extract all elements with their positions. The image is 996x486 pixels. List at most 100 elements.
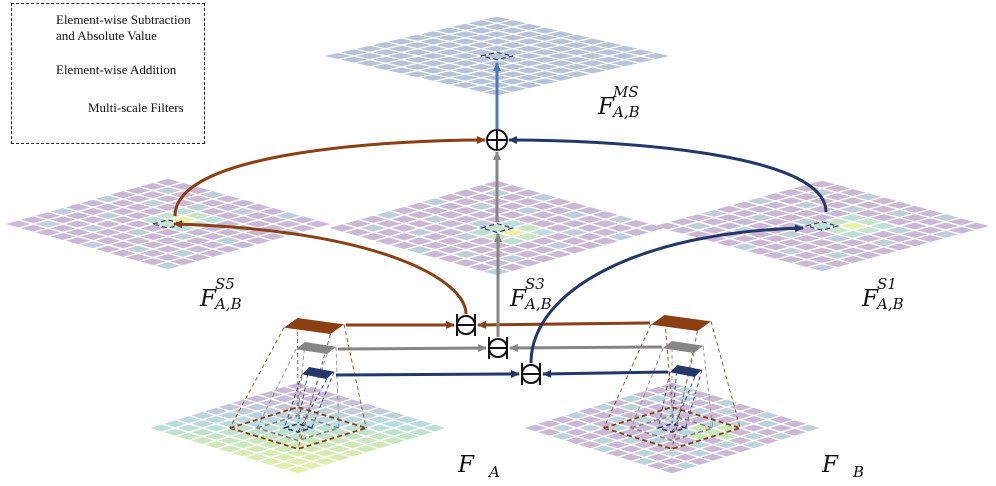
grid-f-s5 xyxy=(5,178,331,270)
grid-cell xyxy=(824,201,851,209)
grid-cell xyxy=(840,214,866,222)
arrow-sub1-to-s1 xyxy=(529,224,804,364)
grid-cell xyxy=(170,258,196,266)
grid-cell xyxy=(747,247,773,255)
cone-line xyxy=(685,369,703,429)
grid-cell xyxy=(286,441,310,449)
grid-cell xyxy=(125,237,151,245)
grid-cell xyxy=(809,239,835,247)
grid-cell xyxy=(515,45,542,52)
grid-cell xyxy=(327,395,351,403)
grid-cell xyxy=(515,259,541,267)
grid-cell xyxy=(453,189,479,197)
grid-cell xyxy=(886,201,912,209)
grid-cell xyxy=(715,407,738,415)
grid-cell xyxy=(388,67,415,74)
grid-cell xyxy=(372,63,399,70)
grid-cell xyxy=(778,230,804,238)
grid-cell xyxy=(715,399,738,407)
legend-subtract-label-line1: Element-wise Subtraction xyxy=(56,12,191,27)
grid-cell xyxy=(886,210,912,217)
grid-cell xyxy=(592,403,615,411)
grid-cell xyxy=(125,228,151,236)
grid-cell xyxy=(729,403,752,411)
grid-cell xyxy=(341,424,364,432)
grid-cell xyxy=(468,237,495,245)
grid-cell xyxy=(716,214,742,222)
grid-cell xyxy=(515,82,542,89)
legend-filters-label: Multi-scale Filters xyxy=(88,100,184,115)
grid-cell xyxy=(468,255,495,263)
grid-cell xyxy=(422,198,448,206)
grid-cell xyxy=(368,416,391,424)
grid-cell xyxy=(260,216,286,224)
grid-cell xyxy=(376,211,402,219)
grid-cell xyxy=(715,416,738,424)
multi-scale-filter-plates xyxy=(284,315,711,379)
grid-cell xyxy=(245,420,269,428)
grid-cell xyxy=(647,386,670,394)
grid-cell xyxy=(561,228,587,236)
grid-cell xyxy=(452,74,479,81)
grid-cell xyxy=(286,407,310,415)
grid-cell xyxy=(422,241,448,249)
cone-line xyxy=(297,341,306,416)
grid-cell xyxy=(948,218,974,226)
grid-cell xyxy=(355,403,378,411)
grid-cell xyxy=(579,424,602,432)
grid-cell xyxy=(917,210,943,217)
grid-cell xyxy=(140,224,166,232)
grid-cell xyxy=(391,241,417,249)
grid-cell xyxy=(155,203,181,211)
grid-f-b xyxy=(524,382,820,474)
grid-cell xyxy=(778,197,804,205)
grid-cell xyxy=(484,45,510,52)
grid-cell xyxy=(468,34,495,41)
grid-cell xyxy=(793,243,820,251)
grid-cell xyxy=(742,416,765,424)
grid-cell xyxy=(327,403,351,411)
cone-line xyxy=(229,327,285,429)
grid-cell xyxy=(855,193,881,201)
grid-cell xyxy=(218,445,241,453)
subtract-abs-op-s5 xyxy=(456,314,476,336)
grid-cell xyxy=(360,224,386,232)
grid-cell xyxy=(608,224,634,232)
grid-cell xyxy=(273,453,296,461)
fa-cone-3 xyxy=(256,341,340,441)
grid-cell xyxy=(155,195,181,203)
legend-box xyxy=(11,3,205,144)
grid-cell xyxy=(654,222,681,230)
grid-cell xyxy=(729,437,752,444)
arrow-fa3-to-sub3 xyxy=(337,344,487,353)
grid-cell xyxy=(515,233,541,241)
grid-cell xyxy=(372,56,399,63)
grid-cell xyxy=(110,241,136,249)
grid-cell xyxy=(232,407,255,415)
grid-cell xyxy=(530,193,556,201)
cone-line xyxy=(297,378,328,433)
grid-cell xyxy=(547,60,574,67)
grid-cell xyxy=(110,233,136,240)
grid-cell xyxy=(140,182,166,190)
grid-cell xyxy=(300,453,323,461)
grid-cell xyxy=(368,432,391,440)
grid-cell xyxy=(341,399,364,407)
grid-cell xyxy=(452,53,479,59)
grid-cell xyxy=(902,205,928,213)
grid-cell xyxy=(356,60,383,67)
grid-cell xyxy=(530,202,556,210)
grid-cell xyxy=(205,432,228,440)
grid-cell xyxy=(452,31,479,38)
grid-cell xyxy=(372,49,399,56)
grid-cell xyxy=(376,220,402,228)
s5-center-cell xyxy=(150,219,186,229)
grid-cell xyxy=(647,403,670,411)
grid-cell xyxy=(547,67,574,74)
grid-cell xyxy=(577,233,603,241)
grid-cell xyxy=(300,395,323,403)
grid-cell xyxy=(259,424,282,432)
arrow-s1-to-add xyxy=(508,136,828,213)
grid-cell xyxy=(150,424,173,432)
cone-line xyxy=(630,348,664,429)
